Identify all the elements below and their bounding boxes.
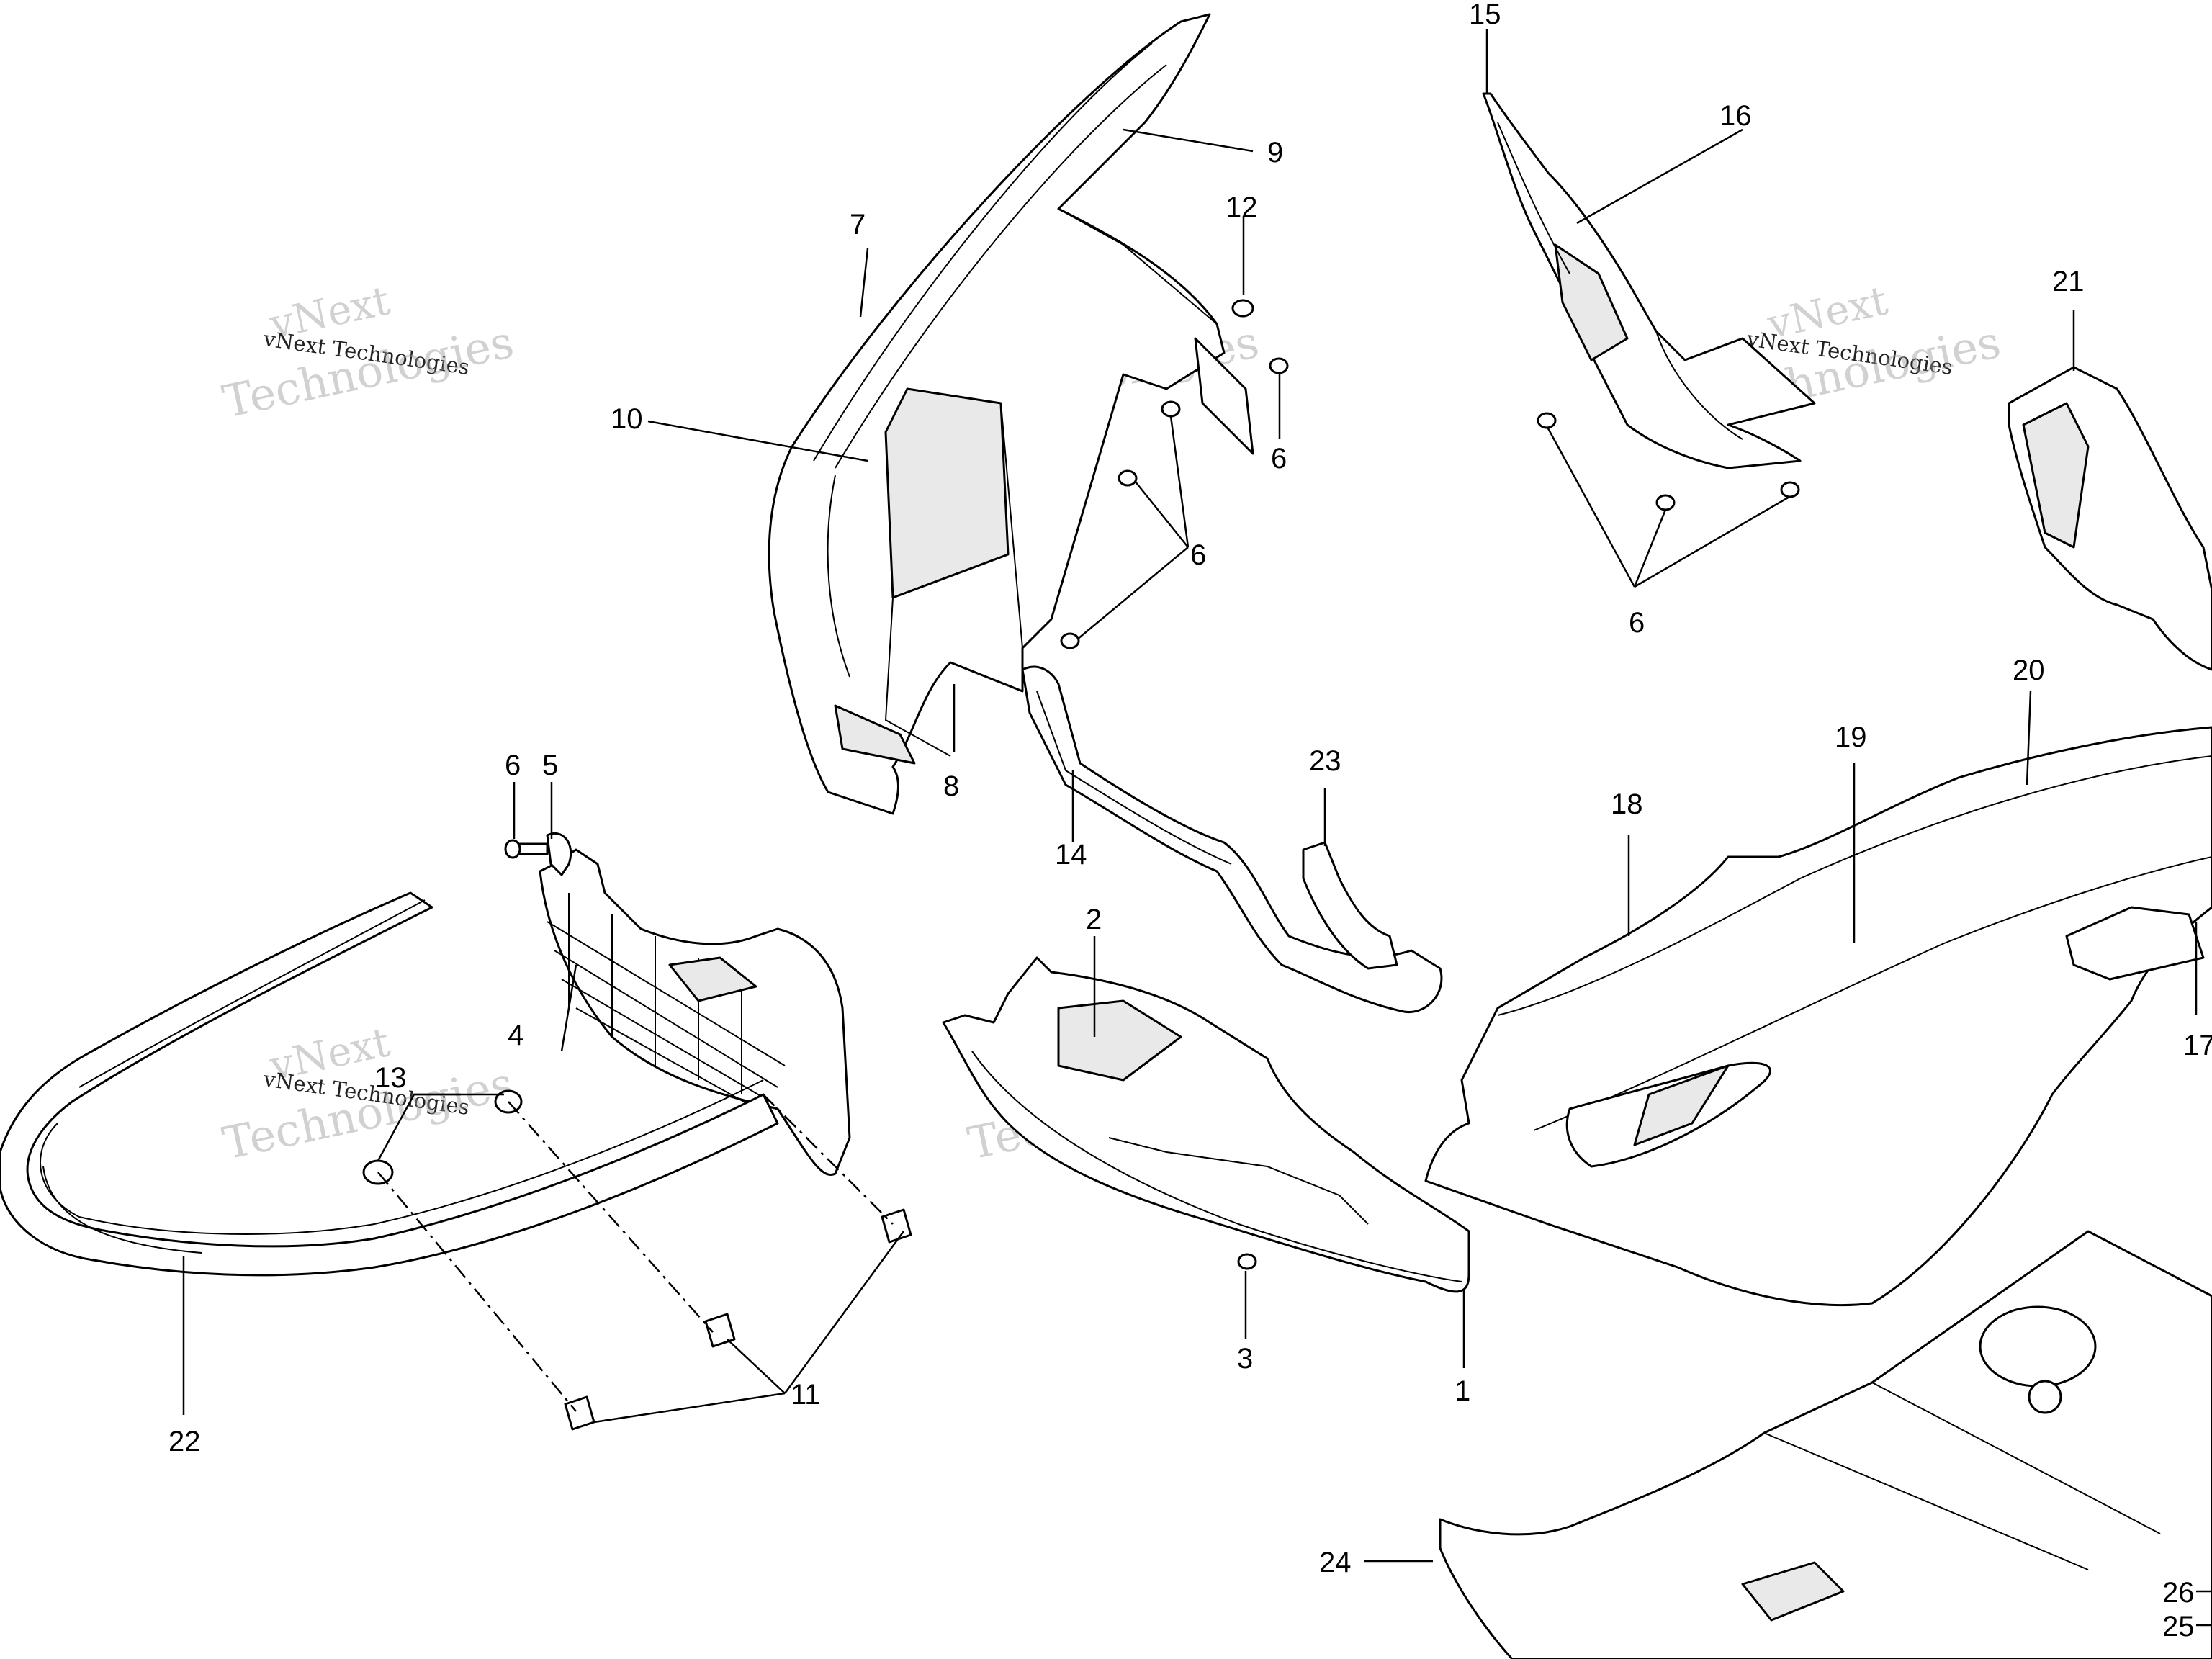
callout-24: 24 <box>1319 1547 1352 1578</box>
clip-icon <box>1655 494 1676 511</box>
clip-icon <box>1118 469 1138 487</box>
callout-6-hood: 6 <box>1190 539 1206 571</box>
leader-lines <box>182 29 2212 1627</box>
callout-11: 11 <box>791 1379 821 1411</box>
callout-18: 18 <box>1611 788 1643 820</box>
callout-2: 2 <box>1086 904 1102 935</box>
clip-icon <box>1060 632 1080 649</box>
assembly-lines <box>377 1094 894 1412</box>
clip-icon <box>1269 357 1289 374</box>
part-front-hood <box>768 13 1254 815</box>
clip-icon <box>1161 400 1181 418</box>
callout-17: 17 <box>2183 1030 2212 1061</box>
clip-nut-icon <box>546 832 572 876</box>
skid-plate-hole <box>1979 1305 2097 1388</box>
bolt-icon <box>704 1313 736 1348</box>
watermark-top-left: vNext vNext Technologies Technologies <box>218 277 518 428</box>
callout-5: 5 <box>542 750 558 781</box>
callout-19: 19 <box>1835 721 1867 753</box>
callout-3: 3 <box>1237 1343 1253 1375</box>
clip-icon <box>1237 1253 1257 1270</box>
clip-icon <box>1780 481 1800 498</box>
callout-22: 22 <box>168 1426 201 1457</box>
callout-13: 13 <box>374 1062 407 1094</box>
callout-7: 7 <box>850 209 866 240</box>
callout-26: 26 <box>2162 1577 2195 1609</box>
callout-8: 8 <box>943 770 959 802</box>
part-side-fairing <box>1424 726 2212 1307</box>
watermark-big: Technologies <box>218 315 518 428</box>
callout-9: 9 <box>1267 137 1283 168</box>
callout-6-hood-right: 6 <box>1271 443 1287 475</box>
skid-plate-drain <box>2028 1380 2062 1414</box>
part-front-bumper <box>0 891 779 1277</box>
callout-14: 14 <box>1055 839 1087 871</box>
callout-4: 4 <box>508 1020 523 1051</box>
callout-12: 12 <box>1226 192 1258 223</box>
bolt-icon <box>881 1208 912 1244</box>
callout-25: 25 <box>2162 1611 2195 1642</box>
part-grille-mount <box>539 848 851 1176</box>
callout-6-side-panel: 6 <box>1629 607 1645 639</box>
callout-16: 16 <box>1719 100 1752 132</box>
washer-icon <box>1231 299 1254 318</box>
part-lower-front-panel <box>942 956 1470 1293</box>
callout-23: 23 <box>1309 745 1341 777</box>
callout-labels: 1 2 3 4 5 6 6 6 6 7 8 9 10 11 12 13 14 1… <box>168 0 2212 1642</box>
part-skid-plate <box>1439 1230 2212 1659</box>
screw-head-icon <box>504 839 521 859</box>
callout-10: 10 <box>611 403 643 435</box>
callout-15: 15 <box>1469 0 1501 30</box>
part-bracket-bar <box>1021 665 1443 1014</box>
bolt-icon <box>564 1395 595 1431</box>
callout-6-grille: 6 <box>505 750 521 781</box>
fasteners <box>362 299 1800 1431</box>
callout-21: 21 <box>2052 266 2085 297</box>
callout-20: 20 <box>2013 655 2045 686</box>
clip-icon <box>1537 412 1557 429</box>
part-small-bracket <box>1302 841 1398 970</box>
part-side-panel-upper <box>1482 92 1816 469</box>
watermark-big: Technologies <box>218 1057 518 1170</box>
callout-1: 1 <box>1455 1375 1470 1407</box>
part-right-upper-panel <box>2008 366 2212 671</box>
